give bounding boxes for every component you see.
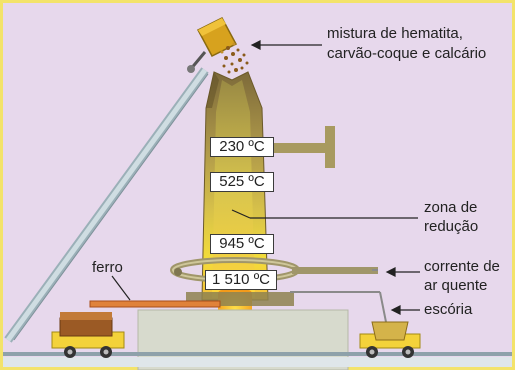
temperature-1510: 1 510 ºC: [205, 270, 277, 290]
conveyor-ramp: [4, 67, 209, 343]
temperature-230: 230 ºC: [210, 137, 274, 157]
iron-cart: [51, 312, 125, 358]
slag-cart: [359, 321, 421, 358]
rail-track: [3, 352, 512, 367]
gas-outlet-pipe: [265, 126, 335, 168]
temperature-945: 945 ºC: [210, 234, 274, 254]
slag-pipe: [290, 269, 387, 323]
falling-mixture: [220, 42, 249, 74]
skip-bucket: [187, 17, 238, 73]
label-ore-mixture-2: carvão-coque e calcário: [327, 45, 487, 62]
label-reduction-zone-2: redução: [424, 218, 479, 235]
iron-spout: [89, 300, 221, 308]
label-slag: escória: [424, 301, 473, 318]
label-reduction-zone-1: zona de: [424, 199, 478, 216]
temperature-525: 525 ºC: [210, 172, 274, 192]
label-hot-air-2: ar quente: [424, 277, 488, 294]
label-hot-air-1: corrente de: [424, 258, 500, 275]
label-ore-mixture-1: mistura de hematita,: [327, 25, 463, 42]
label-iron: ferro: [92, 259, 123, 276]
annotation-arrows: [111, 40, 420, 315]
